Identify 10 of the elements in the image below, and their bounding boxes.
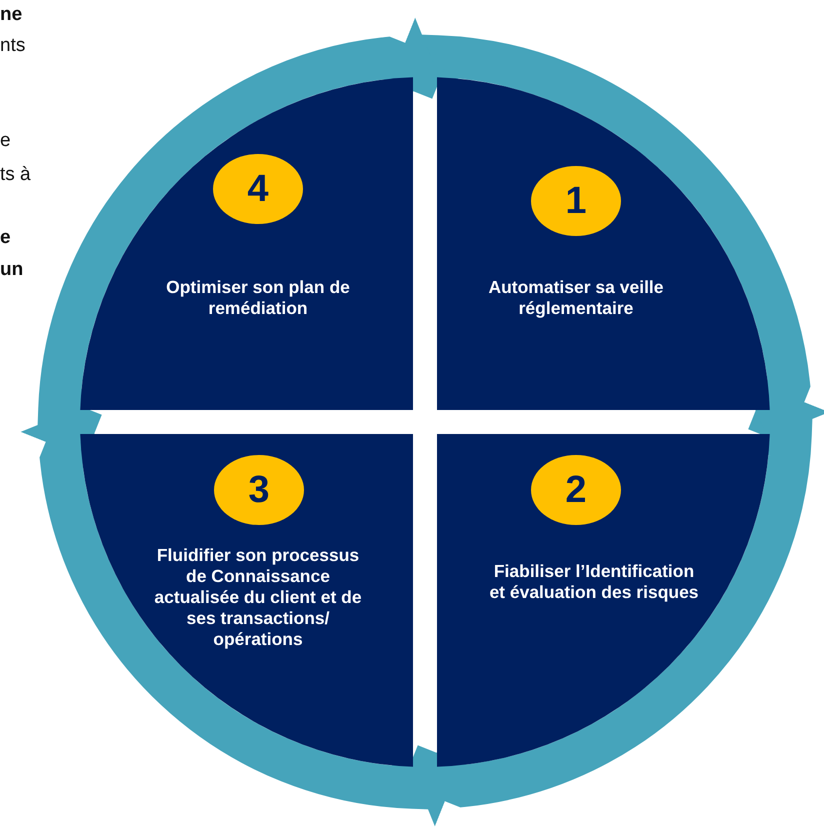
text-fragment: ne xyxy=(0,4,22,26)
text-fragment: ts à xyxy=(0,164,31,186)
text-fragment: un xyxy=(0,259,24,281)
text-fragment: e xyxy=(0,130,11,152)
step-label: Fluidifier son processus de Connaissance actualisée du client et de ses transactions/ opérations xyxy=(153,544,363,650)
text-fragment: e xyxy=(0,227,11,249)
step-label: Optimiser son plan de remédiation xyxy=(165,277,351,319)
step-label: Fiabiliser l’Identification et évaluation des risques xyxy=(488,561,700,603)
step-label: Automatiser sa veille réglementaire xyxy=(487,277,665,319)
text-fragment: nts xyxy=(0,35,26,57)
